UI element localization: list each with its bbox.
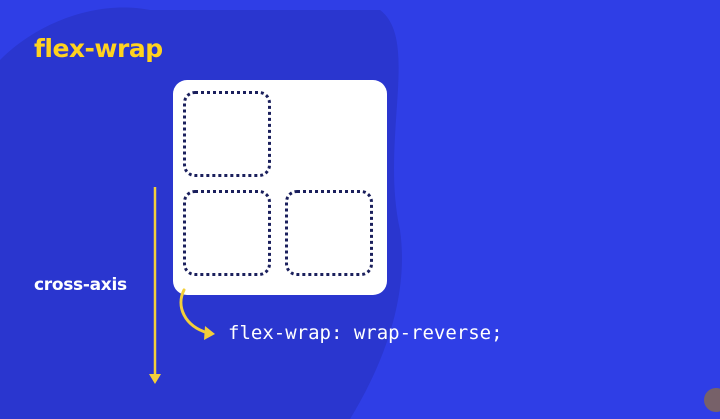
flex-container (173, 80, 387, 295)
flex-item-1 (183, 91, 271, 177)
flex-item-2 (183, 190, 271, 276)
flex-item-3 (285, 190, 373, 276)
cross-axis-label: cross-axis (34, 275, 127, 295)
slide-title: flex-wrap (34, 34, 163, 63)
code-snippet: flex-wrap: wrap-reverse; (228, 322, 503, 344)
